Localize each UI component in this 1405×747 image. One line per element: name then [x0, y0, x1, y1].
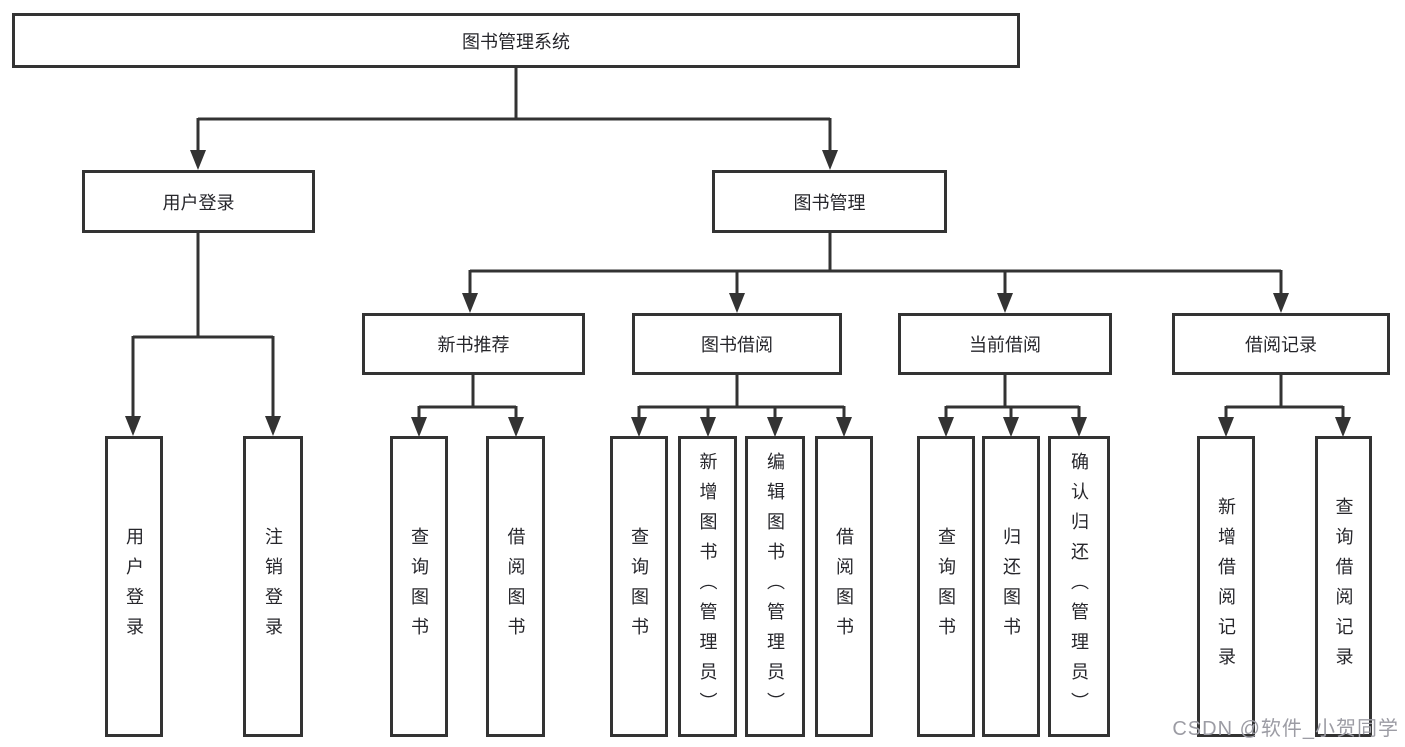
node-label: 新书推荐 [437, 335, 510, 355]
leaf-label: 新增图书（管理员） [697, 451, 718, 722]
node-label: 图书管理 [793, 192, 866, 213]
leaf-logout: 注销登录 [243, 436, 303, 737]
leaf-confirm-return-admin: 确认归还（管理员） [1048, 436, 1110, 737]
leaf-label: 新增借阅记录 [1216, 496, 1236, 677]
leaf-borrow-books: 借阅图书 [815, 436, 873, 737]
node-book-borrow: 图书借阅 [632, 313, 842, 375]
leaf-label: 用户登录 [124, 526, 144, 647]
node-new-book-recommend: 新书推荐 [362, 313, 585, 375]
node-user-login: 用户登录 [82, 170, 315, 233]
leaf-label: 查询借阅记录 [1333, 496, 1354, 677]
leaf-label: 查询图书 [409, 526, 429, 647]
leaf-label: 查询图书 [936, 526, 956, 647]
node-current-borrow: 当前借阅 [898, 313, 1112, 375]
leaf-edit-books-admin: 编辑图书（管理员） [745, 436, 805, 737]
leaf-add-books-admin: 新增图书（管理员） [678, 436, 737, 737]
leaf-query-books-current: 查询图书 [917, 436, 975, 737]
node-borrow-records: 借阅记录 [1172, 313, 1390, 375]
node-root: 图书管理系统 [12, 13, 1020, 68]
leaf-label: 查询图书 [629, 526, 649, 647]
leaf-query-borrow-record: 查询借阅记录 [1315, 436, 1372, 737]
leaf-user-login: 用户登录 [105, 436, 163, 737]
node-label: 借阅记录 [1245, 335, 1317, 355]
node-label: 当前借阅 [969, 335, 1041, 355]
node-label: 用户登录 [162, 192, 235, 213]
leaf-label: 注销登录 [263, 526, 283, 647]
leaf-label: 编辑图书（管理员） [765, 451, 785, 722]
leaf-add-borrow-record: 新增借阅记录 [1197, 436, 1255, 737]
node-book-management: 图书管理 [712, 170, 947, 233]
leaf-query-books-recommend: 查询图书 [390, 436, 448, 737]
root-label: 图书管理系统 [462, 31, 570, 52]
leaf-return-books: 归还图书 [982, 436, 1040, 737]
leaf-borrow-books-recommend: 借阅图书 [486, 436, 545, 737]
leaf-label: 归还图书 [1001, 526, 1021, 647]
csdn-watermark: CSDN @软件_小贺同学 [1172, 718, 1399, 740]
leaf-label: 借阅图书 [505, 526, 526, 647]
leaf-query-books-borrow: 查询图书 [610, 436, 668, 737]
node-label: 图书借阅 [701, 335, 773, 355]
leaf-label: 借阅图书 [834, 526, 854, 647]
leaf-label: 确认归还（管理员） [1069, 451, 1089, 722]
arrowhead-icons [125, 150, 1351, 437]
